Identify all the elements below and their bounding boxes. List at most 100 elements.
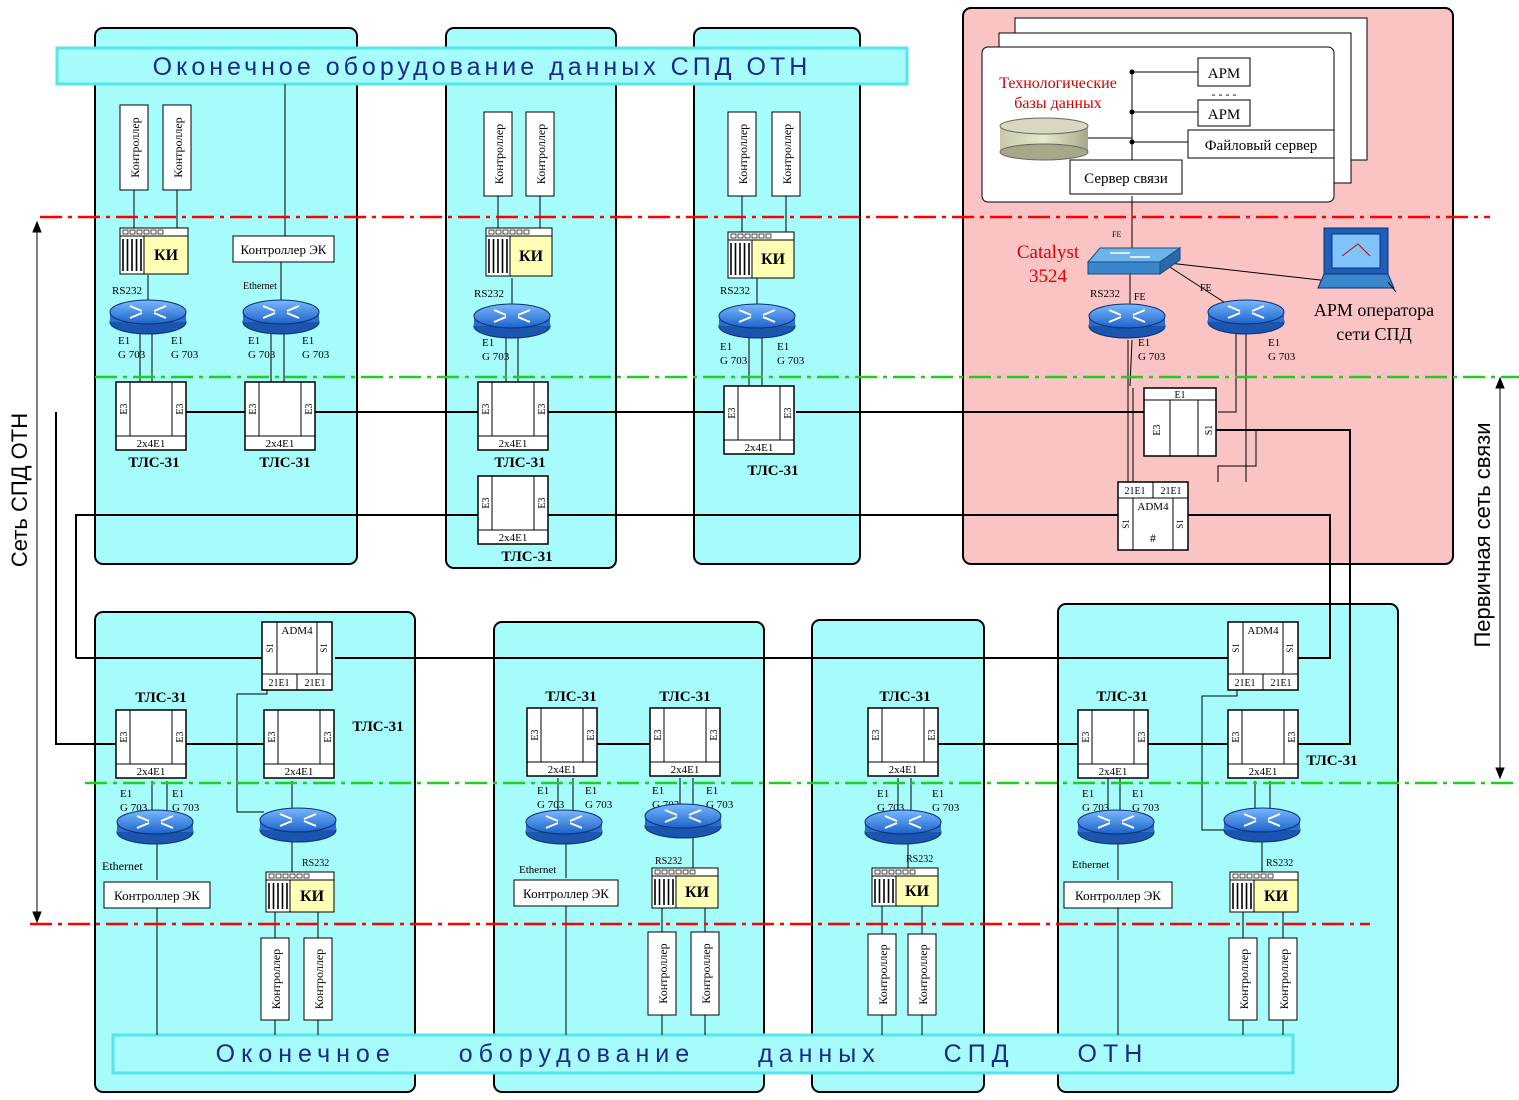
router-arrow	[493, 316, 507, 323]
ki-led	[157, 229, 164, 235]
cable	[1161, 261, 1231, 307]
ki-led	[1232, 873, 1239, 879]
tls-label: ТЛС-31	[545, 689, 596, 705]
e1-mux-box	[1143, 387, 1217, 457]
adm4-label: ADM4	[1247, 625, 1279, 637]
controller-module: Контроллер	[690, 931, 720, 1016]
cable	[1216, 429, 1351, 745]
ki-led	[523, 229, 530, 235]
cable	[55, 412, 116, 745]
router-arrow	[664, 809, 678, 816]
cable	[1129, 339, 1133, 387]
tls-label: ТЛС-31	[879, 689, 930, 705]
screen-line	[1341, 243, 1359, 257]
e3-port: Е3	[119, 403, 130, 414]
cabinet-bottom-1	[94, 611, 416, 1093]
ec-box	[1063, 881, 1173, 909]
e3-port: Е3	[783, 407, 794, 418]
router-top	[525, 809, 603, 835]
router-arrow	[884, 815, 898, 822]
router-arrow	[160, 822, 174, 829]
fe-label: FE	[1112, 230, 1121, 239]
router-arrow	[262, 305, 276, 312]
router-icon	[116, 809, 194, 845]
ki-module: КИ	[485, 227, 553, 277]
e1-label: E1	[652, 785, 664, 797]
controller-label: Контроллер	[534, 124, 548, 184]
ki-module: КИ	[119, 227, 189, 275]
router-top	[1077, 809, 1155, 835]
arm-dots: - - - -	[1212, 87, 1237, 101]
port-21e1: 21E1	[1234, 678, 1255, 689]
g703-label: G 703	[172, 802, 200, 814]
controller-label: Контроллер	[269, 949, 283, 1009]
tls-box	[477, 475, 549, 545]
cable	[1218, 334, 1237, 413]
rs232-label: RS232	[302, 858, 329, 869]
ec-controller: Контроллер ЭК	[1063, 881, 1173, 909]
cable	[1216, 429, 1257, 482]
tls-label: ТЛС-31	[259, 455, 310, 471]
router-arrow	[517, 309, 531, 316]
controller-box	[727, 111, 757, 197]
e3-port: Е3	[1137, 731, 1148, 742]
tls-label: ТЛС-31	[747, 463, 798, 479]
router-top	[1223, 807, 1301, 833]
ethernet-label: Ethernet	[1072, 859, 1109, 871]
controller-box	[690, 931, 720, 1016]
g703-label: G 703	[706, 799, 734, 811]
e1-label: E1	[302, 335, 314, 347]
router-arrow	[1251, 305, 1265, 312]
g703-label: G 703	[1138, 351, 1166, 363]
ki-led	[765, 233, 772, 239]
controller-label: Контроллер	[492, 124, 506, 184]
tls-box	[867, 707, 939, 777]
bus-label: 2x4E1	[745, 442, 774, 454]
e3-port: Е3	[1287, 731, 1298, 742]
ki-label: КИ	[761, 251, 786, 268]
router-arrow	[738, 309, 752, 316]
e1-label: E1	[777, 341, 789, 353]
banner-bottom-frame	[111, 1033, 1295, 1075]
controller-module: Контроллер	[727, 111, 757, 197]
s1-port: S1	[1231, 643, 1241, 653]
g703-label: G 703	[1268, 351, 1296, 363]
e1-label: E1	[932, 788, 944, 800]
controller-module: Контроллер	[1268, 937, 1298, 1021]
controller-box	[483, 111, 513, 197]
router-arrow	[1251, 312, 1265, 319]
e1-label: E1	[1138, 337, 1150, 349]
controller-label: Контроллер	[916, 944, 930, 1004]
e3-port: Е3	[927, 729, 938, 740]
e1-label: E1	[120, 788, 132, 800]
ki-led	[150, 229, 157, 235]
router-top	[644, 803, 722, 829]
s1-port: S1	[265, 643, 275, 653]
controller-module: Контроллер	[771, 111, 801, 197]
ki-module: КИ	[1229, 871, 1299, 913]
ec-label: Контроллер ЭК	[1075, 888, 1161, 903]
e1-label: E1	[172, 788, 184, 800]
catalyst-model: 3524	[1029, 266, 1068, 287]
catalyst-label: Catalyst	[1017, 242, 1080, 263]
ki-led	[136, 229, 143, 235]
ki-led	[751, 233, 758, 239]
controller-module: Контроллер	[867, 933, 897, 1016]
router-arrow	[153, 312, 167, 319]
fe-label: FE	[1134, 292, 1146, 303]
ki-led	[730, 233, 737, 239]
router-arrow	[279, 813, 293, 820]
controller-module: Контроллер	[1228, 937, 1258, 1021]
controller-label: Контроллер	[312, 949, 326, 1009]
router-top	[1088, 303, 1166, 329]
ec-controller: Контроллер ЭК	[232, 235, 335, 263]
router-arrow	[908, 815, 922, 822]
ki-led	[1246, 873, 1253, 879]
rs232-label: RS232	[720, 285, 750, 297]
